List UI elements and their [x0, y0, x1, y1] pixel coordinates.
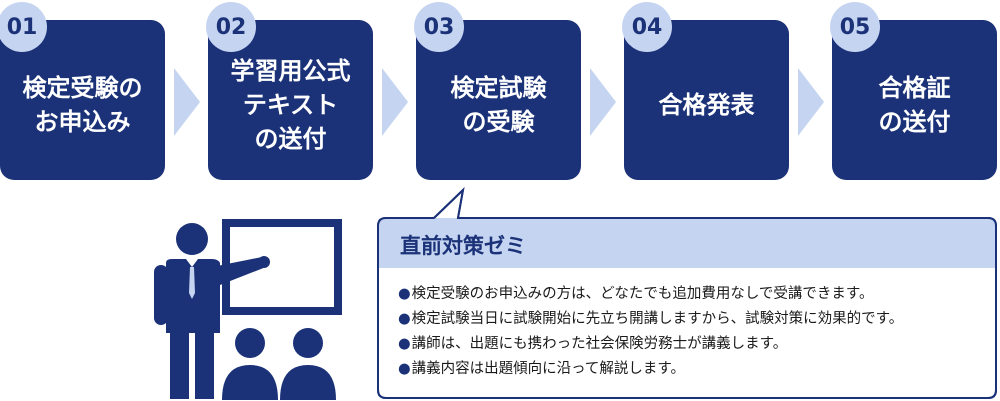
- list-item: ●検定受験のお申込みの方は、どなたでも追加費用なしで受講できます。: [398, 286, 874, 302]
- bullet-icon: ●: [398, 361, 411, 377]
- list-item: ●講師は、出題にも携わった社会保険労務士が講義します。: [398, 336, 788, 352]
- step-label: 検定試験 の受験: [450, 74, 547, 136]
- step-4: 合格発表: [624, 20, 789, 180]
- list-item: ●検定試験当日に試験開始に先立ち開講しますから、試験対策に効果的です。: [398, 311, 904, 327]
- step-2: 学習用公式 テキスト の送付: [208, 20, 373, 180]
- bullet-icon: ●: [398, 336, 411, 352]
- step-number-badge: 02: [206, 2, 256, 52]
- bullet-icon: ●: [398, 311, 411, 327]
- arrow-icon: [798, 68, 824, 136]
- step-1: 検定受験の お申込み: [0, 20, 165, 180]
- step-label: 合格証 の送付: [878, 74, 951, 136]
- lecturer-with-audience-icon: [154, 219, 342, 400]
- step-label: 学習用公式 テキスト の送付: [230, 57, 351, 153]
- arrow-icon: [382, 68, 408, 136]
- step-number-badge: 03: [414, 2, 464, 52]
- step-number-badge: 04: [622, 2, 672, 52]
- arrow-icon: [590, 68, 616, 136]
- seminar-bullet-list: ●検定受験のお申込みの方は、どなたでも追加費用なしで受講できます。 ●検定試験当…: [398, 282, 903, 382]
- bullet-icon: ●: [398, 286, 411, 302]
- step-label: 検定受験の お申込み: [22, 74, 143, 136]
- arrow-icon: [174, 68, 200, 136]
- list-item: ●講義内容は出題傾向に沿って解説します。: [398, 361, 685, 377]
- step-number-badge: 05: [830, 2, 880, 52]
- step-label: 合格発表: [658, 91, 755, 119]
- step-number-badge: 01: [0, 2, 47, 52]
- seminar-title: 直前対策ゼミ: [400, 234, 526, 258]
